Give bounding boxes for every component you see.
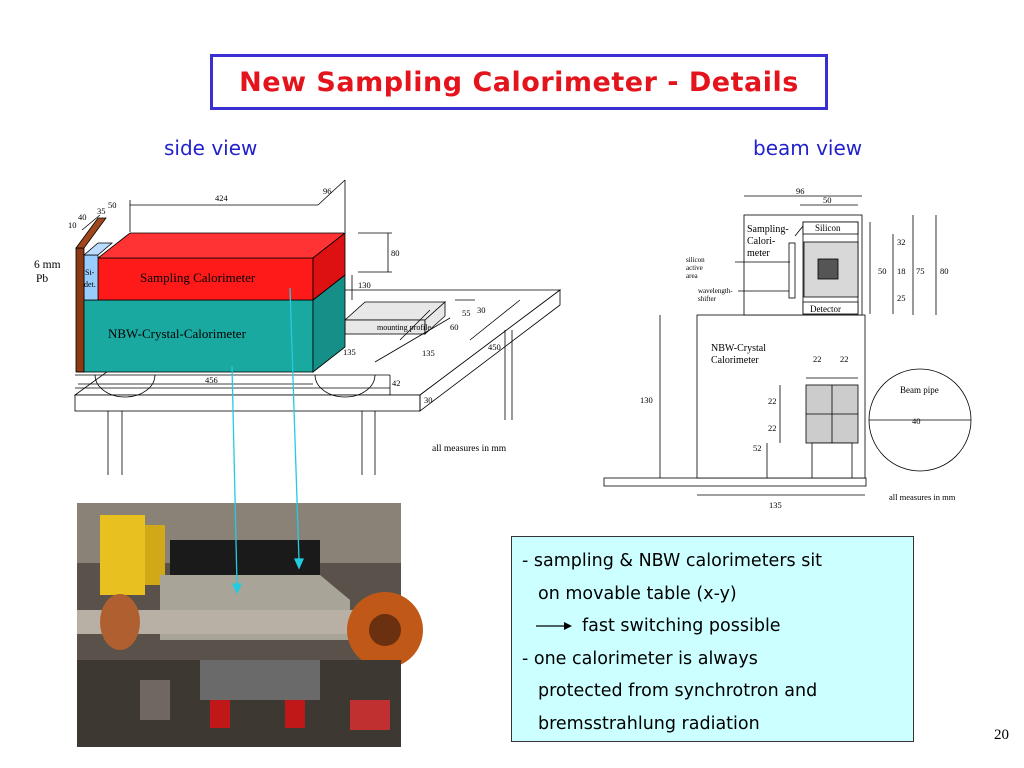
beam-view-label: beam view bbox=[753, 136, 863, 160]
dim-424: 424 bbox=[215, 193, 229, 203]
sampling-label-1: Sampling- bbox=[747, 224, 789, 235]
page-number: 20 bbox=[994, 727, 1009, 743]
beam-dim-25: 25 bbox=[897, 293, 906, 303]
beam-table bbox=[603, 477, 867, 487]
wls-label-2: shifter bbox=[698, 295, 717, 303]
si-det-label: Si- bbox=[85, 268, 95, 277]
beam-dim-50: 50 bbox=[823, 195, 832, 205]
sampling-calorimeter-label: Sampling Calorimeter bbox=[140, 270, 256, 285]
dim-450: 450 bbox=[488, 342, 501, 352]
dim-96: 96 bbox=[323, 186, 332, 196]
si-detector bbox=[83, 254, 99, 301]
dim-10: 10 bbox=[68, 220, 77, 230]
dim-130: 130 bbox=[358, 280, 371, 290]
pointer-arrows bbox=[231, 287, 305, 595]
nbw-calorimeter-label: NBW-Crystal-Calorimeter bbox=[108, 326, 247, 341]
dim-35: 35 bbox=[97, 206, 106, 216]
apparatus-photo bbox=[77, 503, 423, 747]
silicon-box bbox=[802, 221, 859, 235]
beam-view-diagram bbox=[603, 195, 972, 496]
dim-30b: 30 bbox=[424, 395, 433, 405]
dim-135a: 135 bbox=[343, 347, 356, 357]
arrow-right-icon bbox=[536, 622, 572, 630]
dim-42: 42 bbox=[392, 378, 401, 388]
nbw-label-2: Calorimeter bbox=[711, 355, 759, 366]
mounting-profile-label: mounting profile bbox=[377, 323, 431, 332]
title-box: New Sampling Calorimeter - Details bbox=[210, 54, 828, 110]
beam-dim-75: 75 bbox=[916, 266, 925, 276]
wavelength-shifter bbox=[788, 242, 796, 299]
beam-dim-22c: 22 bbox=[768, 396, 777, 406]
sampling-label-3: meter bbox=[747, 248, 770, 259]
beam-dim-52: 52 bbox=[753, 443, 762, 453]
sampling-label-2: Calori- bbox=[747, 236, 775, 247]
note-line-4: - one calorimeter is always bbox=[522, 648, 758, 669]
note-line-5: protected from synchrotron and bbox=[538, 681, 818, 701]
beam-dim-130: 130 bbox=[640, 395, 653, 405]
beam-dim-22b: 22 bbox=[840, 354, 849, 364]
silicon-label: Silicon bbox=[815, 223, 841, 233]
beam-all-measures: all measures in mm bbox=[889, 492, 956, 502]
note-line-3: fast switching possible bbox=[522, 610, 903, 643]
note-line-2: on movable table (x-y) bbox=[538, 583, 737, 604]
side-all-measures: all measures in mm bbox=[432, 444, 507, 454]
wls-label-1: wavelength- bbox=[698, 287, 733, 295]
beam-dim-32: 32 bbox=[897, 237, 906, 247]
sampling-block bbox=[97, 257, 314, 301]
note-line-6: bremsstrahlung radiation bbox=[538, 713, 760, 734]
si-active-label-3: area bbox=[686, 272, 699, 280]
beam-dim-135: 135 bbox=[769, 500, 782, 510]
note-line-3-text: fast switching possible bbox=[582, 616, 781, 636]
pb-plate bbox=[75, 247, 85, 373]
beam-pipe-label: Beam pipe bbox=[900, 385, 939, 395]
beam-dim-22d: 22 bbox=[768, 423, 777, 433]
si-active-label-2: active bbox=[686, 264, 703, 272]
dim-456: 456 bbox=[205, 375, 218, 385]
dim-60: 60 bbox=[450, 322, 459, 332]
dim-55: 55 bbox=[462, 308, 471, 318]
beam-dim-18: 18 bbox=[897, 266, 906, 276]
pb-label-2: Pb bbox=[36, 273, 48, 285]
beam-dim-80: 80 bbox=[940, 266, 949, 276]
notes-box: - sampling & NBW calorimeters sit on mov… bbox=[511, 536, 914, 742]
beam-dim-22a: 22 bbox=[813, 354, 822, 364]
detector-label: Detector bbox=[810, 304, 841, 314]
detector-box bbox=[802, 301, 859, 315]
side-view-diagram bbox=[73, 179, 562, 475]
si-active-label-1: silicon bbox=[686, 256, 705, 264]
silicon-active bbox=[817, 258, 839, 280]
slide-title: New Sampling Calorimeter - Details bbox=[239, 66, 799, 98]
beam-dim-50b: 50 bbox=[878, 266, 887, 276]
note-line-1: - sampling & NBW calorimeters sit bbox=[522, 551, 823, 571]
dim-40: 40 bbox=[78, 212, 87, 222]
dim-135b: 135 bbox=[422, 348, 435, 358]
dim-50: 50 bbox=[108, 200, 117, 210]
beam-pipe-dim: 40 bbox=[912, 416, 921, 426]
dim-30a: 30 bbox=[477, 305, 486, 315]
beam-dim-96: 96 bbox=[796, 186, 805, 196]
side-view-label: side view bbox=[164, 136, 258, 160]
nbw-label-1: NBW-Crystal bbox=[711, 343, 766, 354]
dim-80: 80 bbox=[391, 248, 400, 258]
pb-label: 6 mm bbox=[34, 259, 61, 271]
si-det-label-2: det. bbox=[84, 280, 96, 289]
table-front bbox=[74, 394, 421, 412]
